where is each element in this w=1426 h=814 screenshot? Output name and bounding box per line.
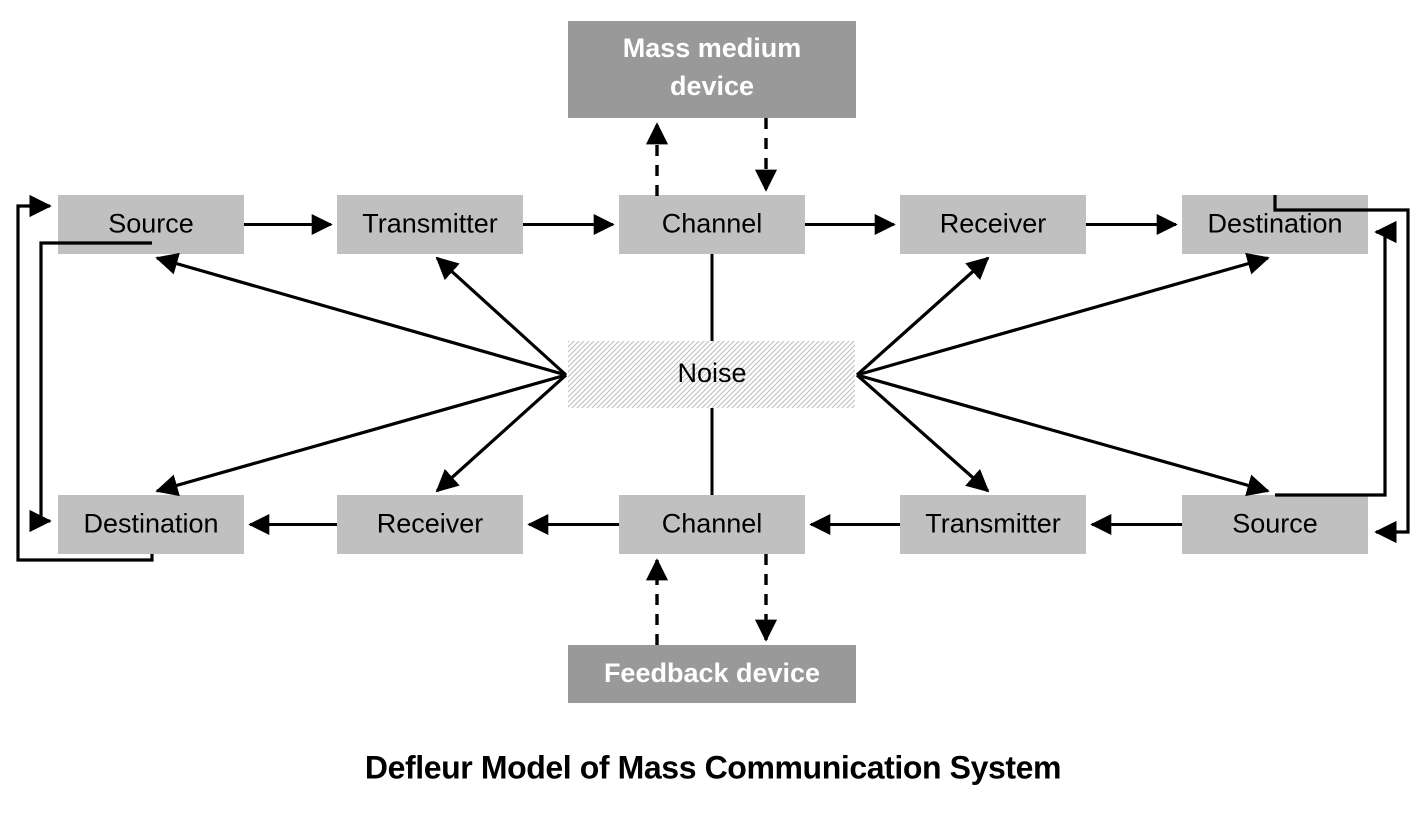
node-top-source[interactable]: Source <box>58 195 244 254</box>
noise-arrows-group <box>155 252 1270 497</box>
mass-medium-line1: Mass medium <box>623 33 802 63</box>
arrow-noise-to-bottom-source <box>856 373 1270 497</box>
mass-medium-line2: device <box>670 71 754 101</box>
arrow-noise-to-top-transmitter <box>435 256 568 377</box>
noise-label: Noise <box>677 358 746 388</box>
loop-bottom-destination-to-top-source <box>16 194 154 562</box>
feedback-device-label: Feedback device <box>604 658 820 688</box>
mass-medium-dashed-arrows <box>645 118 778 196</box>
node-label: Receiver <box>940 209 1047 239</box>
node-bottom-transmitter[interactable]: Transmitter <box>900 495 1086 554</box>
node-bottom-source[interactable]: Source <box>1182 495 1368 554</box>
node-bottom-channel[interactable]: Channel <box>619 495 805 554</box>
node-label: Destination <box>1207 209 1342 239</box>
loop-top-source-to-bottom-destination <box>29 241 152 533</box>
node-label: Source <box>108 209 194 239</box>
node-label: Channel <box>662 509 763 539</box>
node-mass-medium-device[interactable]: Mass medium device <box>568 21 856 118</box>
node-bottom-destination[interactable]: Destination <box>58 495 244 554</box>
loop-bottom-source-to-top-destination <box>1275 220 1397 497</box>
top-row-group: Source Transmitter Channel Receiver Dest… <box>58 195 1368 254</box>
node-label: Transmitter <box>362 209 498 239</box>
arrow-noise-to-top-source <box>155 252 567 377</box>
node-top-receiver[interactable]: Receiver <box>900 195 1086 254</box>
node-feedback-device[interactable]: Feedback device <box>568 645 856 703</box>
node-top-transmitter[interactable]: Transmitter <box>337 195 523 254</box>
feedback-dashed-arrows <box>645 554 778 645</box>
loop-top-destination-to-bottom-source <box>1273 195 1410 544</box>
node-label: Destination <box>83 509 218 539</box>
arrow-noise-to-top-destination <box>856 252 1270 377</box>
node-label: Receiver <box>377 509 484 539</box>
node-noise[interactable]: Noise <box>568 341 855 408</box>
right-loop-group <box>1273 195 1410 544</box>
node-label: Source <box>1232 509 1318 539</box>
arrow-noise-to-bottom-transmitter <box>855 373 990 493</box>
node-top-channel[interactable]: Channel <box>619 195 805 254</box>
node-bottom-receiver[interactable]: Receiver <box>337 495 523 554</box>
arrow-noise-to-bottom-destination <box>155 373 567 497</box>
arrow-noise-to-bottom-receiver <box>435 373 568 493</box>
diagram-caption: Defleur Model of Mass Communication Syst… <box>365 749 1061 785</box>
arrow-noise-to-top-receiver <box>855 256 990 377</box>
node-label: Channel <box>662 209 763 239</box>
node-label: Transmitter <box>925 509 1061 539</box>
bottom-row-group: Destination Receiver Channel Transmitter… <box>58 495 1368 554</box>
left-loop-group <box>16 194 154 562</box>
